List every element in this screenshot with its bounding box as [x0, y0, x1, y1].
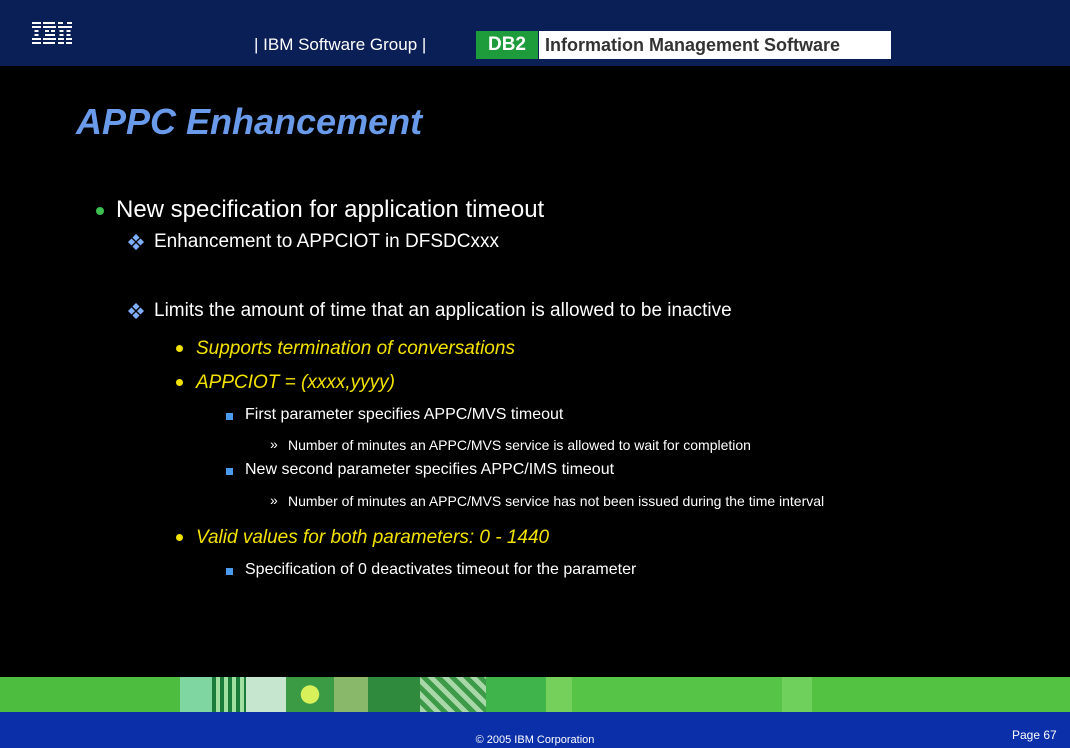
square-bullet-icon: [226, 468, 233, 475]
header-bar: | IBM Software Group | DB2 Information M…: [0, 0, 1070, 66]
bullet-level3: Valid values for both parameters: 0 - 14…: [196, 527, 550, 548]
bullet-level2: Enhancement to APPCIOT in DFSDCxxx: [154, 231, 499, 252]
bullet-level5: Number of minutes an APPC/MVS service is…: [288, 437, 751, 453]
yellow-dot-icon: [176, 379, 183, 386]
bullet-level1: New specification for application timeou…: [116, 196, 545, 223]
square-bullet-icon: [226, 413, 233, 420]
footer-bar: [0, 712, 1070, 748]
page-number: Page 67: [1012, 728, 1057, 742]
bullet-dot-icon: [96, 207, 104, 215]
bullet-level4: First parameter specifies APPC/MVS timeo…: [245, 406, 564, 423]
bullet-level3: APPCIOT = (xxxx,yyyy): [196, 372, 395, 393]
square-bullet-icon: [226, 568, 233, 575]
bullet-level4: Specification of 0 deactivates timeout f…: [245, 561, 637, 578]
chevron-right-icon: »: [270, 436, 278, 452]
yellow-dot-icon: [176, 345, 183, 352]
bullet-level3: Supports termination of conversations: [196, 338, 515, 359]
db2-label: DB2: [476, 31, 538, 59]
bullet-level5: Number of minutes an APPC/MVS service ha…: [288, 493, 825, 509]
ibm-logo: [32, 22, 72, 44]
bullet-level4: New second parameter specifies APPC/IMS …: [245, 461, 615, 478]
product-label: Information Management Software: [539, 31, 891, 59]
header-group-text: | IBM Software Group |: [254, 35, 427, 54]
chevron-right-icon: »: [270, 492, 278, 508]
copyright-text: © 2005 IBM Corporation: [475, 734, 595, 746]
diamond-bullet-icon: [128, 303, 144, 319]
bullet-level2: Limits the amount of time that an applic…: [154, 300, 732, 321]
slide-title: APPC Enhancement: [76, 101, 423, 142]
diamond-bullet-icon: [128, 234, 144, 250]
decorative-band: [0, 677, 1070, 712]
yellow-dot-icon: [176, 534, 183, 541]
